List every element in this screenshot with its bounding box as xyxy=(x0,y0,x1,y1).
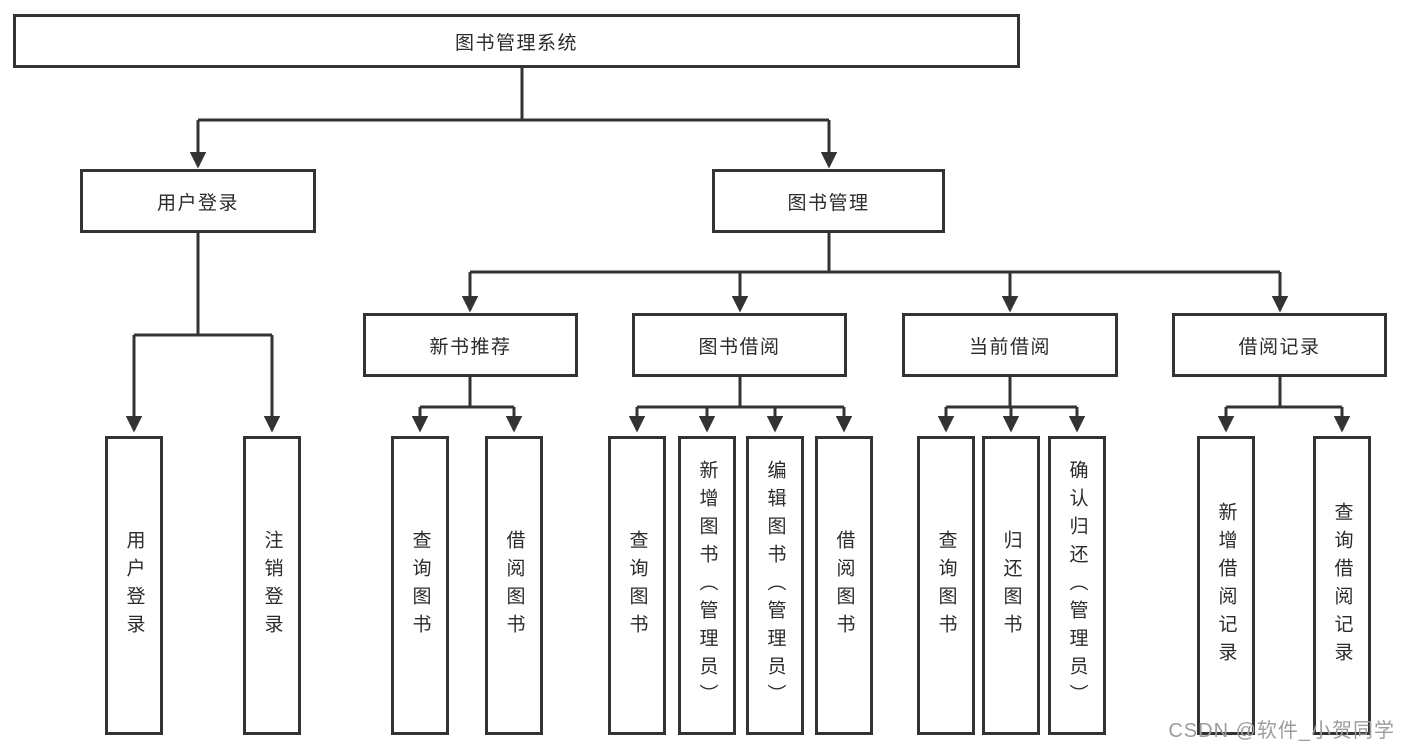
node-cb-query-books-label: 查询图书 xyxy=(935,529,957,642)
node-bb-edit-books-admin: 编辑图书（管理员） xyxy=(746,436,804,735)
node-bb-borrow-books: 借阅图书 xyxy=(815,436,873,735)
node-bb-borrow-books-label: 借阅图书 xyxy=(833,529,855,642)
connector-current-borrowing xyxy=(937,377,1086,433)
node-nb-borrow-books-label: 借阅图书 xyxy=(503,529,525,642)
node-book-borrowing-label: 图书借阅 xyxy=(698,336,781,358)
node-nb-query-books: 查询图书 xyxy=(391,436,449,735)
node-book-borrowing: 图书借阅 xyxy=(632,313,847,377)
node-user-login-action-label: 用户登录 xyxy=(123,529,145,642)
connector-book-management xyxy=(461,233,1289,313)
node-book-management: 图书管理 xyxy=(712,169,945,233)
node-user-login-label: 用户登录 xyxy=(156,192,239,214)
node-book-management-label: 图书管理 xyxy=(787,192,870,214)
node-bb-edit-books-admin-label: 编辑图书（管理员） xyxy=(764,459,786,712)
node-cb-query-books: 查询图书 xyxy=(917,436,975,735)
node-borrowing-records-label: 借阅记录 xyxy=(1238,336,1321,358)
node-current-borrowing: 当前借阅 xyxy=(902,313,1118,377)
node-cb-confirm-return-admin-label: 确认归还（管理员） xyxy=(1066,459,1088,712)
node-new-book-recommend: 新书推荐 xyxy=(363,313,578,377)
connector-new-book-recommend xyxy=(411,377,523,433)
node-br-query-record: 查询借阅记录 xyxy=(1313,436,1371,735)
node-bb-add-books-admin-label: 新增图书（管理员） xyxy=(696,459,718,712)
node-nb-borrow-books: 借阅图书 xyxy=(485,436,543,735)
connector-book-borrowing xyxy=(628,377,853,433)
node-cb-confirm-return-admin: 确认归还（管理员） xyxy=(1048,436,1106,735)
node-root-label: 图书管理系统 xyxy=(454,32,578,54)
node-logout-action: 注销登录 xyxy=(243,436,301,735)
node-user-login-action: 用户登录 xyxy=(105,436,163,735)
connector-borrowing-records xyxy=(1217,377,1351,433)
node-bb-query-books-label: 查询图书 xyxy=(626,529,648,642)
node-cb-return-books-label: 归还图书 xyxy=(1000,529,1022,642)
node-user-login: 用户登录 xyxy=(80,169,316,233)
node-cb-return-books: 归还图书 xyxy=(982,436,1040,735)
connector-root xyxy=(189,68,838,169)
node-root: 图书管理系统 xyxy=(13,14,1020,68)
node-new-book-recommend-label: 新书推荐 xyxy=(429,336,512,358)
node-br-query-record-label: 查询借阅记录 xyxy=(1331,501,1353,670)
node-borrowing-records: 借阅记录 xyxy=(1172,313,1387,377)
node-nb-query-books-label: 查询图书 xyxy=(409,529,431,642)
node-br-add-record-label: 新增借阅记录 xyxy=(1215,501,1237,670)
csdn-watermark: CSDN @软件_小贺同学 xyxy=(1168,720,1395,742)
node-bb-query-books: 查询图书 xyxy=(608,436,666,735)
node-bb-add-books-admin: 新增图书（管理员） xyxy=(678,436,736,735)
node-current-borrowing-label: 当前借阅 xyxy=(968,336,1051,358)
connector-user-login xyxy=(125,233,281,433)
node-logout-action-label: 注销登录 xyxy=(261,529,283,642)
node-br-add-record: 新增借阅记录 xyxy=(1197,436,1255,735)
